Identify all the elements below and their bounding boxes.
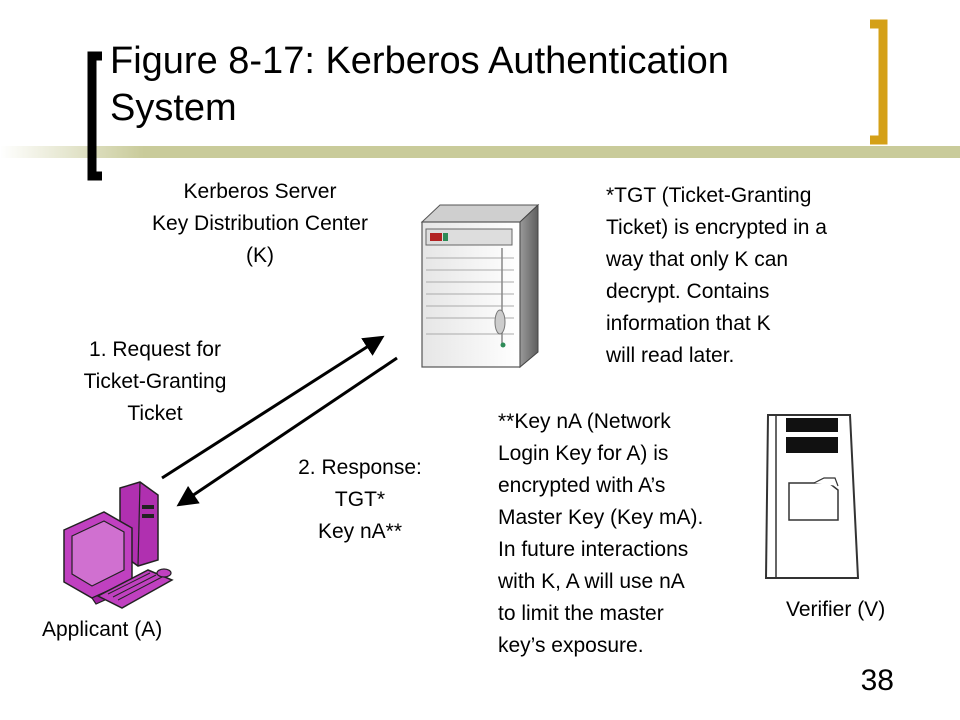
title-underline-bar	[0, 146, 960, 158]
server-label: Kerberos Server Key Distribution Center …	[110, 176, 410, 272]
response-arrow	[176, 356, 398, 507]
key-note-line-2: Login Key for A) is	[498, 442, 669, 465]
title-line-2: System	[110, 87, 237, 129]
key-note-line-6: with K, A will use nA	[498, 570, 685, 593]
request-label: 1. Request for Ticket-Granting Ticket	[40, 334, 270, 430]
applicant-computer-icon	[63, 481, 174, 609]
request-label-line-2: Ticket-Granting	[83, 370, 227, 393]
key-note-line-8: key’s exposure.	[498, 634, 644, 657]
response-label-line-3: Key nA**	[317, 520, 403, 543]
key-note: **Key nA (Network Login Key for A) is en…	[498, 406, 788, 662]
key-note-line-7: to limit the master	[498, 602, 664, 625]
request-label-line-3: Ticket	[127, 402, 183, 425]
tgt-note-line-4: decrypt. Contains	[606, 280, 770, 303]
response-label-line-1: 2. Response:	[298, 456, 422, 479]
tgt-note-line-2: Ticket) is encrypted in a	[606, 216, 827, 239]
key-note-line-4: Master Key (Key mA).	[498, 506, 704, 529]
verifier-label: Verifier (V)	[786, 598, 886, 621]
title-line-1: Figure 8-17: Kerberos Authentication	[110, 40, 729, 82]
key-note-line-5: In future interactions	[498, 538, 689, 561]
response-label-line-2: TGT*	[334, 488, 386, 511]
key-note-line-1: **Key nA (Network	[498, 410, 671, 433]
verifier-tower-icon	[764, 414, 860, 579]
slide-title: Figure 8-17: Kerberos Authentication Sys…	[110, 38, 850, 132]
applicant-label: Applicant (A)	[42, 618, 163, 641]
server-label-line-2: Key Distribution Center	[152, 212, 368, 235]
left-black-bracket	[87, 51, 102, 181]
tgt-note-line-6: will read later.	[606, 344, 735, 367]
request-arrow	[161, 335, 385, 480]
key-note-line-3: encrypted with A’s	[498, 474, 666, 497]
tgt-note-line-1: *TGT (Ticket-Granting	[606, 184, 812, 207]
server-label-line-1: Kerberos Server	[183, 180, 337, 203]
server-label-line-3: (K)	[246, 244, 274, 267]
request-label-line-1: 1. Request for	[89, 338, 221, 361]
tgt-note-line-3: way that only K can	[606, 248, 789, 271]
tgt-note: *TGT (Ticket-Granting Ticket) is encrypt…	[606, 180, 906, 372]
response-label: 2. Response: TGT* Key nA**	[250, 452, 470, 548]
page-number: 38	[860, 664, 894, 697]
right-gold-bracket	[870, 19, 888, 145]
tgt-note-line-5: information that K	[606, 312, 771, 335]
server-tower-icon	[420, 203, 540, 369]
